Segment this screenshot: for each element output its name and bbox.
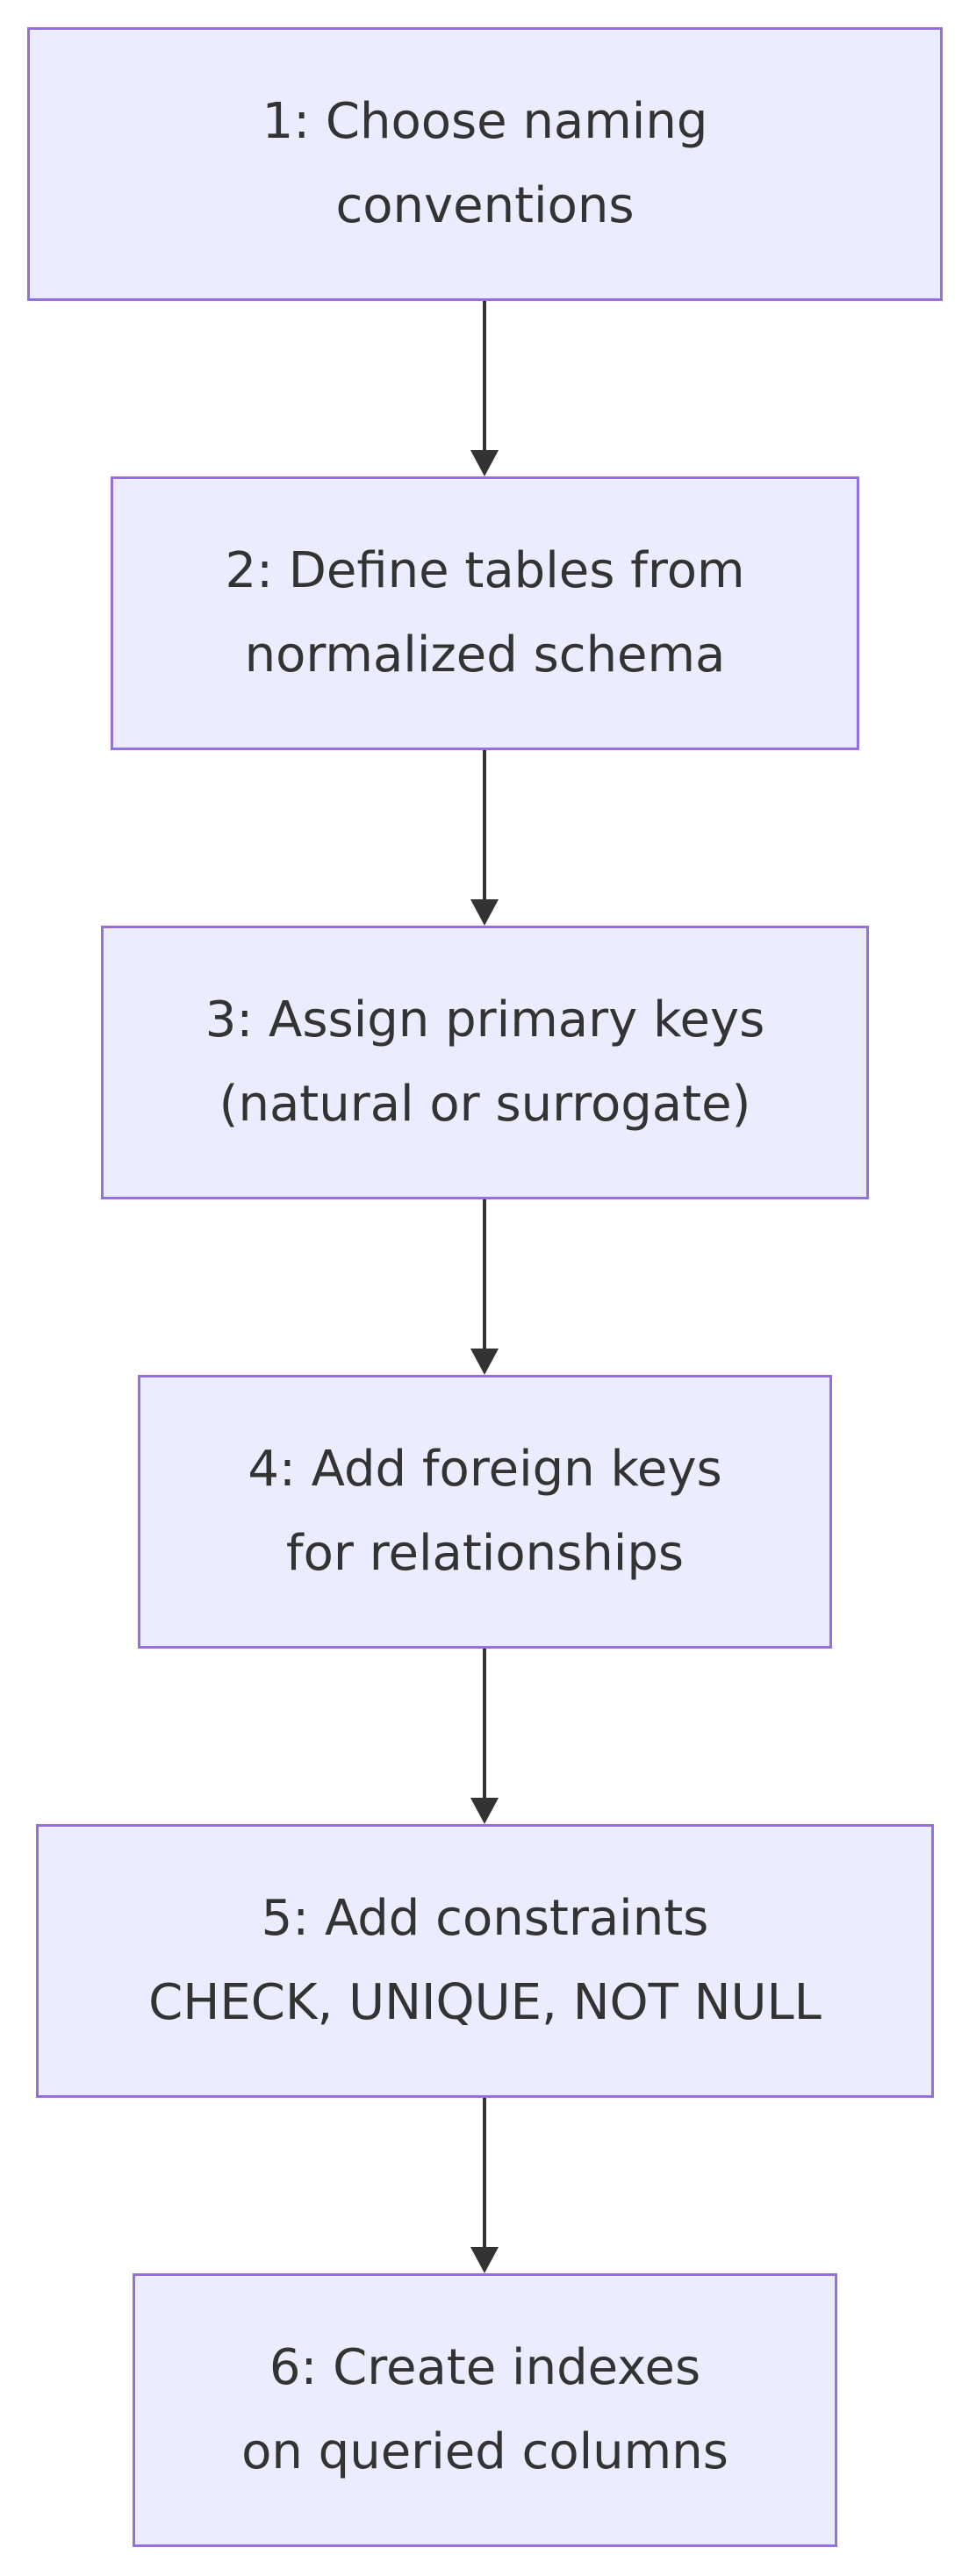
step-2-line-1: 2: Define tables from xyxy=(225,542,745,599)
edge-4-to-5 xyxy=(470,1649,499,1824)
step-5-line-1: 5: Add constraints xyxy=(261,1890,709,1947)
step-1-line-2: conventions xyxy=(335,177,635,234)
step-4-line-2: for relationships xyxy=(285,1525,685,1582)
step-2-line-2: normalized schema xyxy=(244,626,726,683)
step-3-line-2: (natural or surrogate) xyxy=(219,1076,751,1133)
arrowhead-icon xyxy=(470,1349,499,1375)
arrowhead-icon xyxy=(470,2247,499,2273)
step-1-line-1: 1: Choose naming xyxy=(262,93,708,150)
step-3-line-1: 3: Assign primary keys xyxy=(205,991,765,1048)
step-4-node: 4: Add foreign keys for relationships xyxy=(138,1375,832,1649)
step-6-node: 6: Create indexes on queried columns xyxy=(133,2273,837,2547)
step-3-node: 3: Assign primary keys (natural or surro… xyxy=(101,926,869,1199)
step-5-line-2: CHECK, UNIQUE, NOT NULL xyxy=(148,1974,822,2031)
edge-3-to-4 xyxy=(470,1199,499,1375)
step-6-line-1: 6: Create indexes xyxy=(269,2339,701,2396)
edge-5-to-6 xyxy=(470,2098,499,2273)
arrowhead-icon xyxy=(470,450,499,476)
edge-1-to-2 xyxy=(470,301,499,476)
step-5-node: 5: Add constraints CHECK, UNIQUE, NOT NU… xyxy=(36,1824,934,2098)
step-4-line-1: 4: Add foreign keys xyxy=(248,1441,722,1498)
step-6-line-2: on queried columns xyxy=(241,2423,729,2480)
arrowhead-icon xyxy=(470,899,499,926)
step-2-node: 2: Define tables from normalized schema xyxy=(111,476,859,750)
step-1-node: 1: Choose naming conventions xyxy=(27,27,943,301)
arrowhead-icon xyxy=(470,1798,499,1824)
edge-2-to-3 xyxy=(470,750,499,926)
